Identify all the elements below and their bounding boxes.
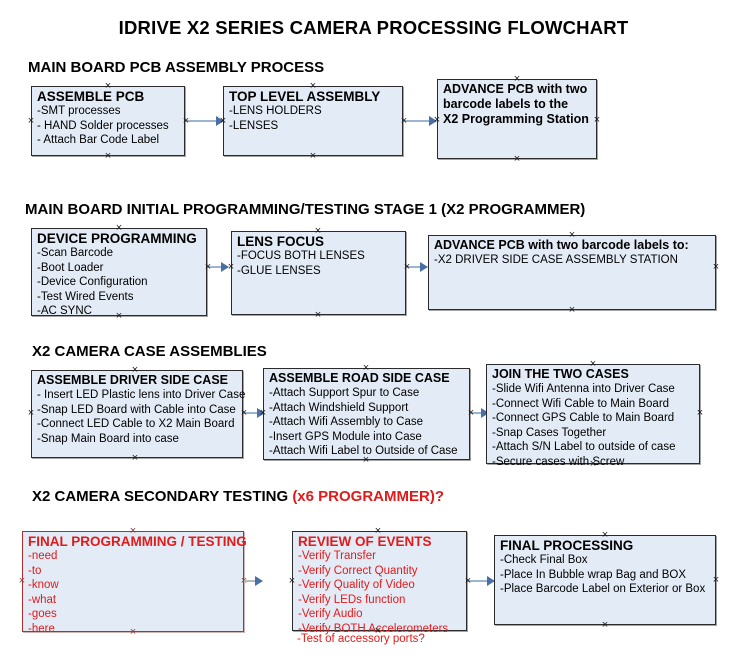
box-heading: LENS FOCUS [237, 234, 325, 249]
section-header-text: X2 CAMERA CASE ASSEMBLIES [32, 343, 267, 360]
box-line: -Verify Quality of Video [298, 579, 415, 591]
box-line: -AC SYNC [37, 305, 92, 317]
box-line: -Connect LED Cable to X2 Main Board [37, 418, 235, 430]
box-assemble-road-side-case[interactable]: ASSEMBLE ROAD SIDE CASE -Attach Support … [263, 368, 470, 460]
box-line: -Verify Transfer [298, 550, 376, 562]
box-line: -Check Final Box [500, 554, 588, 566]
box-advance-pcb-driver-side-case[interactable]: ADVANCE PCB with two barcode labels to: … [428, 235, 716, 310]
box-heading: DEVICE PROGRAMMING [37, 231, 197, 246]
box-line: -Attach Support Spur to Case [269, 387, 420, 399]
box-join-the-two-cases[interactable]: JOIN THE TWO CASES -Slide Wifi Antenna i… [486, 364, 700, 468]
box-line: -Attach Wifi Assembly to Case [269, 416, 424, 428]
box-line: -Connect Wifi Cable to Main Board [492, 397, 670, 410]
page-title: IDRIVE X2 SERIES CAMERA PROCESSING FLOWC… [118, 17, 629, 38]
connector-stub [244, 576, 263, 586]
box-line: -Connect GPS Cable to Main Board [492, 412, 675, 424]
box-line: -to [28, 564, 42, 577]
box-line: -FOCUS BOTH LENSES [237, 250, 365, 262]
box-heading: ASSEMBLE PCB [37, 89, 145, 104]
box-line: -Test Wired Events [37, 290, 134, 303]
box-final-processing[interactable]: FINAL PROCESSING -Check Final Box -Place… [494, 535, 716, 625]
box-line: -Attach Wifi Label to Outside of Case [269, 445, 458, 457]
box-heading: TOP LEVEL ASSEMBLY [229, 89, 381, 104]
section-header-main-board-initial-programming: MAIN BOARD INITIAL PROGRAMMING/TESTING S… [25, 201, 585, 218]
box-device-programming[interactable]: DEVICE PROGRAMMING -Scan Barcode -Boot L… [31, 228, 207, 317]
box-line: -Attach S/N Label to outside of case [492, 441, 676, 453]
section-header-text: MAIN BOARD INITIAL PROGRAMMING/TESTING S… [25, 201, 586, 218]
box-heading-line2: barcode labels to the [443, 97, 569, 111]
connector-arrow [208, 262, 229, 272]
box-top-level-assembly[interactable]: TOP LEVEL ASSEMBLY -LENS HOLDERS -LENSES [223, 86, 403, 156]
box-line: -SMT processes [37, 105, 121, 117]
box-line: -LENS HOLDERS [229, 105, 322, 117]
box-heading: ADVANCE PCB with two [443, 82, 588, 96]
connector-arrow [404, 116, 437, 126]
section-header-text: MAIN BOARD PCB ASSEMBLY PROCESS [28, 59, 325, 76]
box-heading: REVIEW OF EVENTS [298, 534, 432, 549]
box-line: -LENSES [229, 119, 279, 132]
box-line: -Device Configuration [37, 276, 148, 288]
box-line: -GLUE LENSES [237, 264, 321, 277]
box-final-programming-testing[interactable]: FINAL PROGRAMMING / TESTING -need -to -k… [22, 531, 247, 635]
box-heading: ASSEMBLE ROAD SIDE CASE [269, 371, 450, 385]
box-line: -Scan Barcode [37, 247, 114, 259]
box-line: -what [28, 593, 57, 606]
box-heading: FINAL PROGRAMMING / TESTING [28, 534, 247, 549]
box-line: -here [28, 622, 55, 635]
box-assemble-driver-side-case[interactable]: ASSEMBLE DRIVER SIDE CASE - Insert LED P… [31, 370, 246, 458]
box-heading: ASSEMBLE DRIVER SIDE CASE [37, 373, 229, 387]
box-line: -Insert GPS Module into Case [269, 430, 422, 443]
box-line: -Attach Windshield Support [269, 401, 409, 414]
connector-arrow [407, 262, 428, 272]
section-header-x2-camera-case-assemblies: X2 CAMERA CASE ASSEMBLIES [32, 343, 267, 360]
box-line: -Verify BOTH Accelerometers [298, 622, 449, 635]
box-overflow-line: -Test of accessory ports? [297, 632, 425, 645]
connector-arrow [471, 408, 489, 418]
box-assemble-pcb[interactable]: ASSEMBLE PCB -SMT processes - HAND Solde… [31, 86, 185, 156]
section-header-text: X2 CAMERA SECONDARY TESTING [32, 488, 293, 505]
box-lens-focus[interactable]: LENS FOCUS -FOCUS BOTH LENSES -GLUE LENS… [231, 231, 406, 315]
box-line: -Slide Wifi Antenna into Driver Case [492, 383, 675, 395]
box-line: -Place In Bubble wrap Bag and BOX [500, 568, 687, 581]
section-header-x2-camera-secondary-testing: X2 CAMERA SECONDARY TESTING (x6 PROGRAMM… [32, 488, 444, 505]
box-heading-line3: X2 Programming Station [443, 112, 589, 126]
box-line: - Insert LED Plastic lens into Driver Ca… [37, 389, 246, 401]
box-line: -goes [28, 608, 57, 620]
connector-arrow [244, 408, 265, 418]
box-advance-pcb-programming-station[interactable]: ADVANCE PCB with two barcode labels to t… [437, 79, 597, 159]
box-review-of-events[interactable]: REVIEW OF EVENTS -Verify Transfer -Verif… [292, 531, 467, 645]
box-line: -Snap LED Board with Cable into Case [37, 403, 236, 416]
box-line: - HAND Solder processes [37, 119, 169, 132]
box-heading: JOIN THE TWO CASES [492, 367, 629, 381]
box-line: -X2 DRIVER SIDE CASE ASSEMBLY STATION [434, 254, 678, 266]
box-line: -Verify LEDs function [298, 593, 406, 606]
box-line: -Boot Loader [37, 261, 104, 274]
box-heading: FINAL PROCESSING [500, 538, 634, 553]
box-line: -Secure cases with Screw [492, 455, 625, 468]
box-line: -Place Barcode Label on Exterior or Box [500, 583, 706, 595]
box-line: - Attach Bar Code Label [37, 134, 160, 146]
connector-arrow [468, 576, 495, 586]
section-header-red-note: (x6 PROGRAMMER)? [292, 488, 444, 505]
section-header-main-board-pcb-assembly-process: MAIN BOARD PCB ASSEMBLY PROCESS [28, 59, 324, 76]
box-heading: ADVANCE PCB with two barcode labels to: [434, 238, 689, 252]
box-line: -know [28, 579, 59, 591]
box-line: -Verify Audio [298, 608, 363, 620]
box-line: -Verify Correct Quantity [298, 564, 418, 577]
connector-arrow [186, 116, 224, 126]
box-line: -Snap Cases Together [492, 426, 607, 439]
box-line: -need [28, 550, 58, 562]
box-line: -Snap Main Board into case [37, 432, 179, 445]
